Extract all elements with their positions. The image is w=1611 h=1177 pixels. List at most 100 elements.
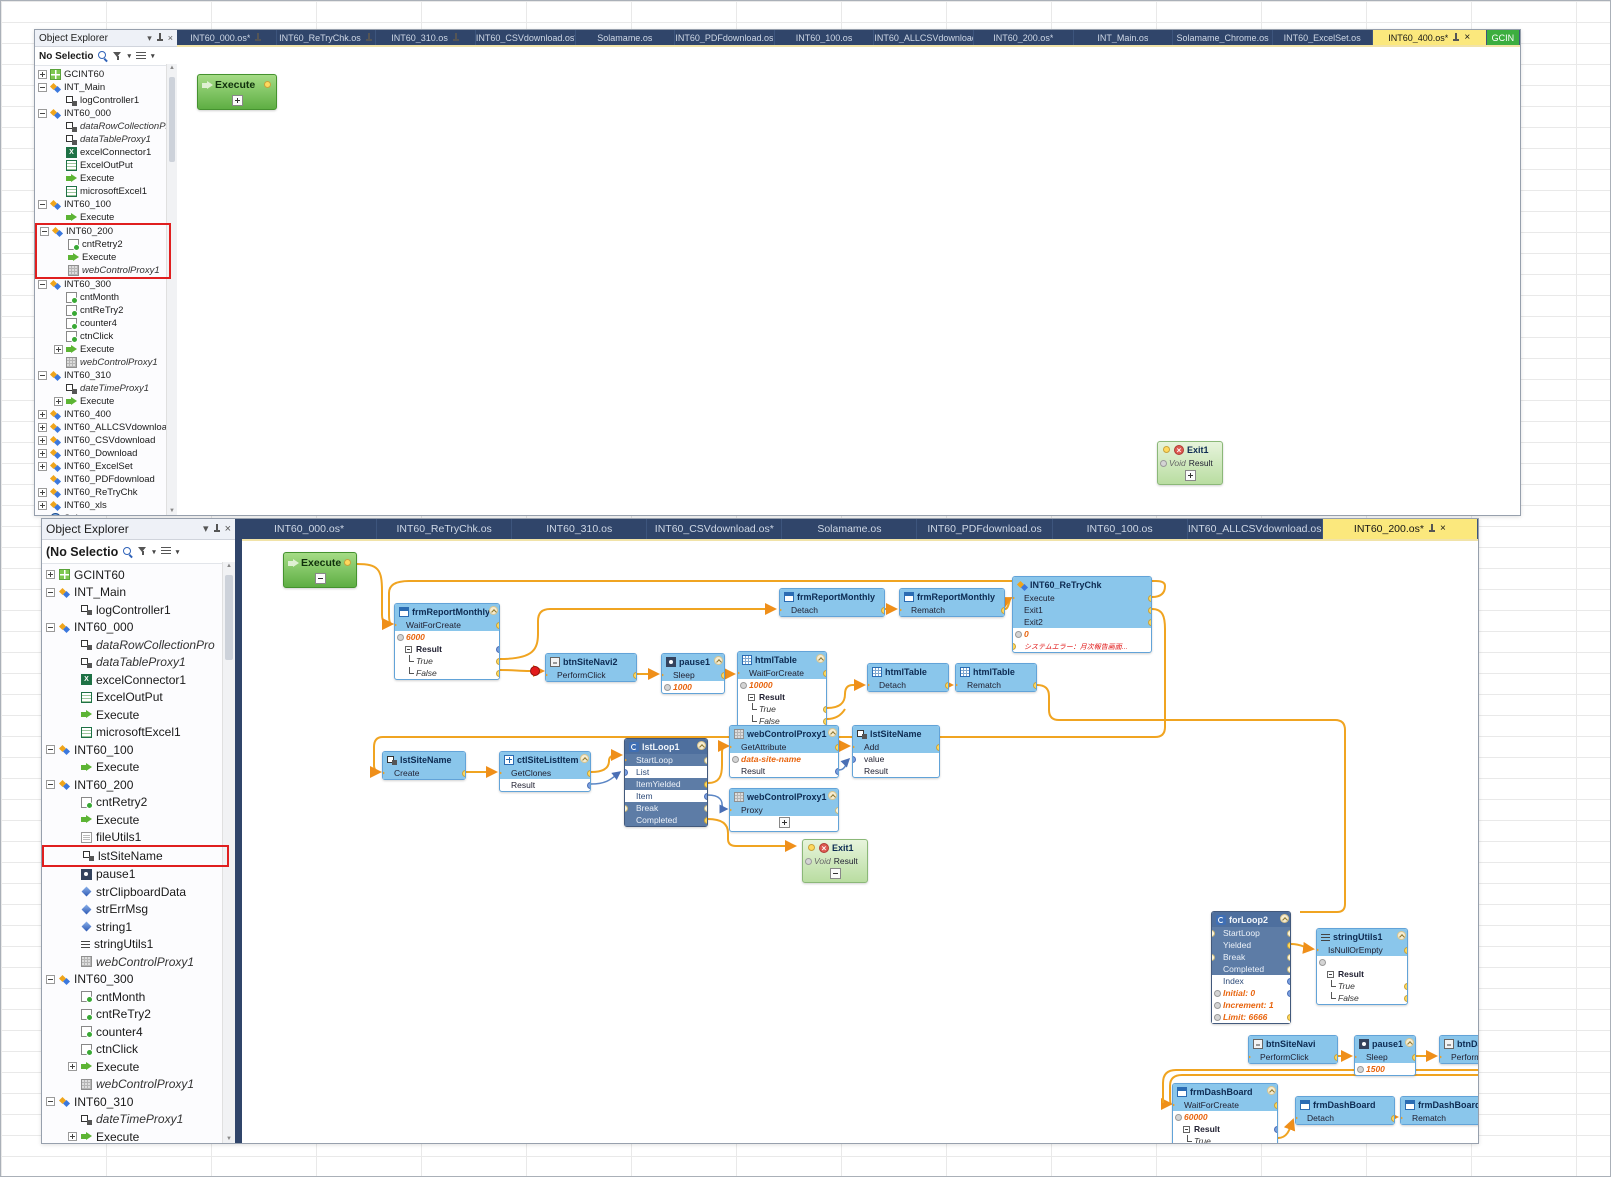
tree-item-execute[interactable]: Execute <box>35 395 177 408</box>
expander-icon[interactable] <box>46 974 55 984</box>
tree-item-int60-310[interactable]: INT60_310 <box>42 1093 235 1111</box>
expander-icon[interactable] <box>38 410 47 419</box>
input-arrow-icon[interactable] <box>1296 1114 1298 1122</box>
port-dot[interactable] <box>835 743 838 751</box>
tree-item-datetimeproxy1[interactable]: dateTimeProxy1 <box>42 1111 235 1129</box>
collapse-icon[interactable] <box>1280 914 1289 923</box>
tree-item-webcontrolproxy1[interactable]: webControlProxy1 <box>42 953 235 971</box>
close-icon[interactable]: × <box>224 522 231 535</box>
tree-item-int-main[interactable]: INT_Main <box>42 584 235 602</box>
port-dot[interactable] <box>496 621 499 629</box>
input-arrow-icon[interactable] <box>625 756 627 764</box>
tree-item-fileutils1[interactable]: fileUtils1 <box>42 829 235 847</box>
port-dot[interactable] <box>1148 618 1151 626</box>
tree-item-ctnclick[interactable]: ctnClick <box>35 330 177 343</box>
port-dot[interactable] <box>1287 929 1290 937</box>
port-dot[interactable] <box>805 857 812 865</box>
tree-item-execute[interactable]: Execute <box>37 251 169 264</box>
expander-icon[interactable] <box>38 280 47 289</box>
tree-item-int60-100[interactable]: INT60_100 <box>35 198 177 211</box>
collapse-icon[interactable] <box>697 741 706 750</box>
tab-solamame-chrome-os[interactable]: Solamame_Chrome.os <box>1173 30 1273 45</box>
tab-int60-310-os[interactable]: INT60_310.os <box>512 519 648 539</box>
collapse-icon[interactable] <box>1267 1086 1276 1095</box>
input-arrow-icon[interactable] <box>546 671 548 679</box>
collapse-icon[interactable] <box>714 656 723 665</box>
expander-icon[interactable] <box>46 622 55 632</box>
expander-icon[interactable] <box>38 83 47 92</box>
tree-item-counter4[interactable]: counter4 <box>35 317 177 330</box>
tree-item-int60-allcsvdownload[interactable]: INT60_ALLCSVdownload <box>35 421 177 434</box>
filter-icon[interactable] <box>113 51 122 61</box>
flow-canvas-top[interactable]: ExecuteExit1VoidResult <box>177 45 1520 515</box>
tab-int60-000-os[interactable]: INT60_000.os* <box>177 30 277 45</box>
expander-icon[interactable] <box>68 1132 77 1142</box>
tree-item-webcontrolproxy1[interactable]: webControlProxy1 <box>42 1076 235 1094</box>
pin-icon[interactable] <box>452 32 460 43</box>
tree-item-int60-download[interactable]: INT60_Download <box>35 447 177 460</box>
port-dot[interactable] <box>1274 1101 1277 1109</box>
port-dot[interactable] <box>1412 1053 1415 1061</box>
selection-dropdown[interactable]: (No Selectio <box>46 544 119 559</box>
port-dot[interactable] <box>1319 958 1326 966</box>
tree-item-excelconnector1[interactable]: excelConnector1 <box>42 671 235 689</box>
port-dot[interactable] <box>1404 982 1407 990</box>
tree-item-execute[interactable]: Execute <box>42 811 235 829</box>
port-dot[interactable] <box>587 769 590 777</box>
collapse-icon[interactable] <box>580 754 589 763</box>
expand-toggle-box[interactable] <box>829 868 841 879</box>
tree-item-cntretry2[interactable]: cntReTry2 <box>42 1006 235 1024</box>
close-icon[interactable]: × <box>167 32 173 43</box>
tree-item-counter4[interactable]: counter4 <box>42 1023 235 1041</box>
collapse-icon[interactable] <box>816 654 825 663</box>
tree-item-logcontroller1[interactable]: logController1 <box>42 601 235 619</box>
view-dropdown-arrow[interactable]: ▾ <box>150 53 155 60</box>
tree-item-execute[interactable]: Execute <box>42 1128 235 1143</box>
port-dot[interactable] <box>1404 994 1407 1002</box>
flow-node-execute[interactable]: Execute <box>283 552 357 588</box>
port-dot[interactable] <box>823 717 826 725</box>
port-dot[interactable] <box>344 559 351 566</box>
port-dot[interactable] <box>496 657 499 665</box>
input-arrow-icon[interactable] <box>730 743 732 751</box>
expander-icon[interactable] <box>38 501 47 510</box>
tree-item-execute[interactable]: Execute <box>35 343 177 356</box>
tree-item-gcint60[interactable]: GCINT60 <box>35 68 177 81</box>
port-dot[interactable] <box>1391 1114 1394 1122</box>
input-arrow-icon[interactable] <box>956 681 958 689</box>
tree-item-execute[interactable]: Execute <box>35 172 177 185</box>
port-dot[interactable] <box>835 806 838 814</box>
input-arrow-icon[interactable] <box>395 621 397 629</box>
tree-item-execute[interactable]: Execute <box>42 759 235 777</box>
expander-icon[interactable] <box>38 436 47 445</box>
tree-item-pause1[interactable]: pause1 <box>42 866 235 884</box>
input-arrow-icon[interactable] <box>780 606 782 614</box>
port-dot[interactable] <box>1148 606 1151 614</box>
port-dot[interactable] <box>1287 953 1290 961</box>
port-dot[interactable] <box>264 81 271 88</box>
input-arrow-icon[interactable] <box>500 769 502 777</box>
tab-int60-allcsvdownload-os[interactable]: INT60_ALLCSVdownload.os <box>1188 519 1323 539</box>
port-dot[interactable] <box>945 681 948 689</box>
tree-item-strerrmsg[interactable]: strErrMsg <box>42 901 235 919</box>
port-dot[interactable] <box>1287 941 1290 949</box>
pin-icon[interactable] <box>365 32 373 43</box>
input-arrow-icon[interactable] <box>900 606 902 614</box>
tree-item-webcontrolproxy1[interactable]: webControlProxy1 <box>35 356 177 369</box>
tree-item-gcint60[interactable]: GCINT60 <box>42 566 235 584</box>
port-dot[interactable] <box>496 669 499 677</box>
tree-item-int-main[interactable]: INT_Main <box>35 81 177 94</box>
tab-gcin[interactable]: GCIN <box>1486 30 1520 45</box>
